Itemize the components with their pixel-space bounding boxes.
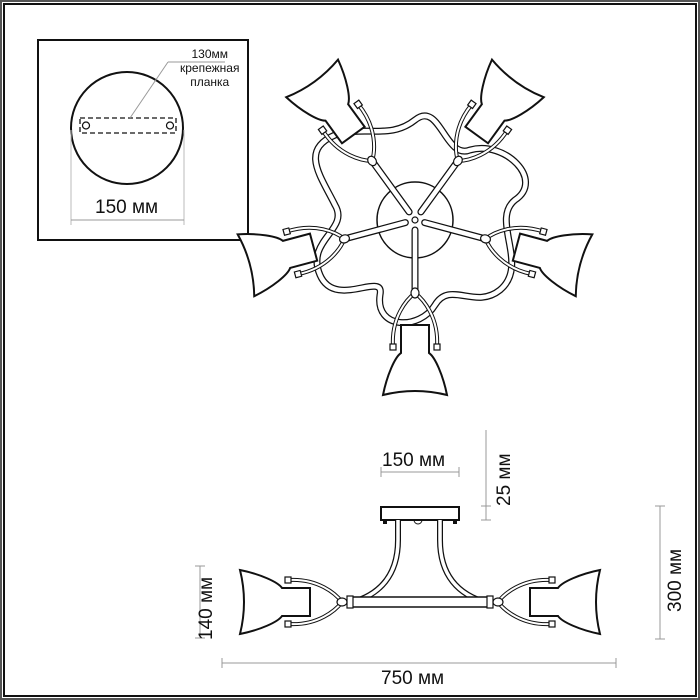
total-height-label: 300 мм — [665, 548, 686, 612]
canopy-width-label: 150 мм — [382, 450, 446, 471]
bracket-length-text: 130мм — [191, 47, 228, 61]
bracket-word-text: планка — [190, 75, 230, 89]
canopy-height-label: 25 мм — [494, 453, 515, 506]
dimension-lines — [195, 430, 665, 668]
bracket-length-label: 130мм крепежная планка — [180, 47, 239, 89]
base-diameter-label: 150 мм — [95, 197, 159, 218]
inset-mounting-plate — [37, 39, 249, 241]
top-view — [235, 60, 595, 397]
total-width-label: 750 мм — [381, 668, 445, 689]
shade-height-label: 140 мм — [196, 576, 217, 640]
inner-frame — [3, 3, 697, 697]
side-view — [238, 506, 602, 636]
bracket-type-text: крепежная — [180, 61, 240, 75]
